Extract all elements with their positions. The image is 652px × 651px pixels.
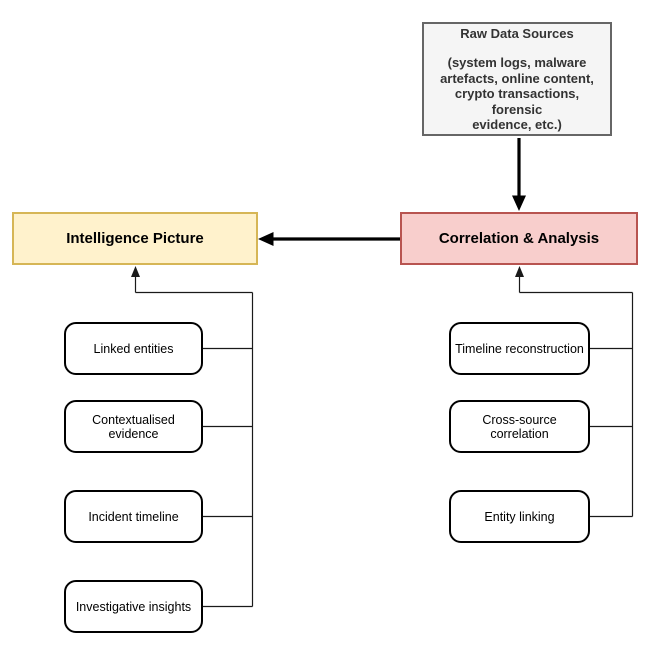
technique-box-cross-source-correlation: Cross-source correlation [449, 400, 590, 453]
raw-data-sources-detail: (system logs, malware artefacts, online … [428, 55, 606, 133]
output-label: Investigative insights [75, 599, 192, 614]
right-tree-connector [515, 266, 634, 518]
technique-label: Cross-source correlation [482, 412, 557, 441]
output-label: Incident timeline [88, 509, 179, 524]
technique-box-timeline-reconstruction: Timeline reconstruction [449, 322, 590, 375]
output-box-incident-timeline: Incident timeline [64, 490, 203, 543]
technique-label: Entity linking [484, 509, 555, 524]
output-label: Contextualised evidence [92, 412, 175, 441]
raw-data-sources-box: Raw Data Sources (system logs, malware a… [422, 22, 612, 136]
arrow-raw-to-correlation [512, 138, 526, 211]
output-label: Linked entities [93, 341, 174, 356]
intelligence-picture-box: Intelligence Picture [12, 212, 258, 265]
technique-label: Timeline reconstruction [455, 341, 584, 356]
intelligence-picture-label: Intelligence Picture [66, 230, 204, 247]
output-box-investigative-insights: Investigative insights [64, 580, 203, 633]
raw-data-detail-line: artefacts, online content, [440, 70, 594, 86]
output-box-linked-entities: Linked entities [64, 322, 203, 375]
output-box-contextualised-evidence: Contextualised evidence [64, 400, 203, 453]
correlation-analysis-box: Correlation & Analysis [400, 212, 638, 265]
raw-data-sources-title: Raw Data Sources [460, 25, 574, 41]
arrow-correlation-to-intelligence [258, 232, 400, 246]
raw-data-detail-line: evidence, etc.) [472, 117, 562, 132]
raw-data-detail-line: crypto transactions, forensic [454, 86, 580, 117]
left-tree-connector [131, 266, 254, 608]
technique-box-entity-linking: Entity linking [449, 490, 590, 543]
raw-data-detail-line: (system logs, malware [447, 55, 587, 70]
correlation-analysis-label: Correlation & Analysis [438, 230, 600, 247]
